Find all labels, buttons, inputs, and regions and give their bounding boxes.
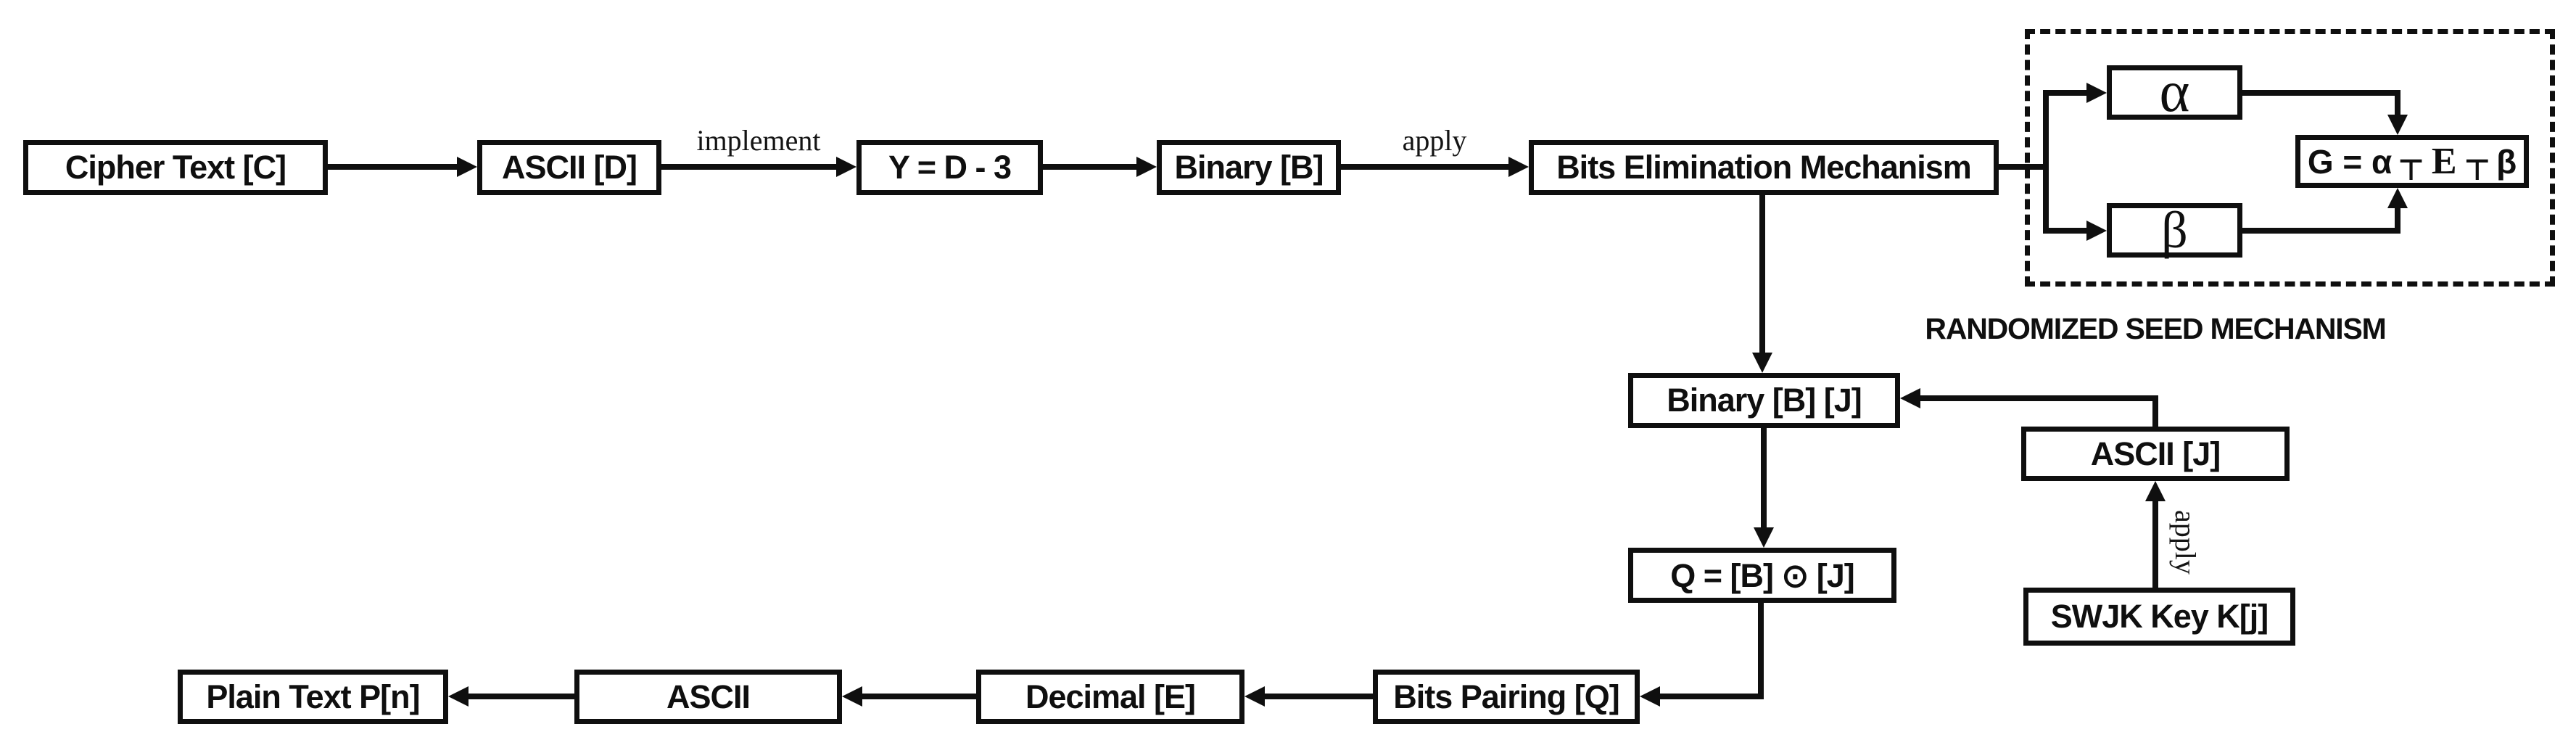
- arrow-line-asciid-to-yformula: [661, 164, 838, 170]
- line-branch-to-alpha: [2046, 90, 2088, 96]
- swjk-key-box: SWJK Key K[j]: [2023, 588, 2295, 646]
- g-formula-e: E: [2431, 141, 2457, 182]
- q-formula-box: Q = [B] ⊙ [J]: [1628, 548, 1896, 603]
- beta-box: β: [2107, 201, 2242, 259]
- line-alpha-elbow-v: [2395, 90, 2400, 118]
- arrowhead-cipher-to-asciid: [457, 157, 477, 177]
- alpha-label: α: [2159, 60, 2190, 124]
- arrowhead-branch-to-alpha: [2086, 83, 2107, 103]
- branch-vertical-line: [2043, 90, 2049, 234]
- line-q-elbow-h: [1660, 694, 1764, 699]
- g-formula-tack-2: ⊤: [2464, 153, 2491, 187]
- g-formula-prefix: G = α: [2307, 142, 2393, 181]
- arrowhead-binarybj-to-q: [1754, 527, 1774, 548]
- line-beta-elbow-v: [2395, 207, 2400, 234]
- binary-b-label: Binary [B]: [1174, 149, 1324, 186]
- g-formula-suffix: β: [2496, 142, 2517, 181]
- binary-bj-box: Binary [B] [J]: [1628, 373, 1900, 428]
- bits-pairing-box: Bits Pairing [Q]: [1373, 670, 1640, 724]
- apply-edge-label: apply: [1402, 124, 1467, 157]
- plain-text-label: Plain Text P[n]: [206, 678, 420, 715]
- line-asciij-to-binarybj-h: [1920, 395, 2158, 401]
- y-formula-label: Y = D - 3: [888, 149, 1012, 186]
- randomized-seed-caption: RANDOMIZED SEED MECHANISM: [1925, 312, 2386, 345]
- alpha-box: α: [2107, 60, 2242, 124]
- arrowhead-beta-to-g: [2387, 188, 2408, 208]
- line-ascii-to-plaintext: [468, 694, 574, 699]
- arrow-line-cipher-to-asciid: [328, 164, 458, 170]
- arrowhead-bitselim-to-binarybj: [1752, 353, 1772, 373]
- y-formula-box: Y = D - 3: [856, 140, 1043, 195]
- randomized-seed-dashed-box: [2025, 29, 2555, 287]
- line-swjk-to-asciij: [2152, 500, 2158, 588]
- line-bitselim-to-branch: [1999, 164, 2046, 170]
- line-binarybj-to-q: [1761, 428, 1767, 529]
- g-formula-box: G = α⊤E⊤β: [2295, 135, 2529, 188]
- binary-bj-label: Binary [B] [J]: [1667, 382, 1862, 419]
- ascii-plain-box: ASCII: [574, 670, 842, 724]
- ascii-j-box: ASCII [J]: [2021, 427, 2290, 481]
- ascii-d-label: ASCII [D]: [502, 149, 637, 186]
- line-q-elbow-v: [1758, 603, 1764, 699]
- line-decimal-to-ascii: [862, 694, 976, 699]
- arrowhead-yformula-to-binaryb: [1136, 157, 1157, 177]
- g-formula-tack-1: ⊤: [2398, 153, 2424, 187]
- bits-pairing-label: Bits Pairing [Q]: [1393, 678, 1620, 715]
- apply-vertical-edge-label: apply: [2169, 510, 2202, 575]
- arrowhead-decimal-to-ascii: [842, 686, 862, 707]
- arrowhead-ascii-to-plaintext: [448, 686, 468, 707]
- q-formula-label: Q = [B] ⊙ [J]: [1670, 556, 1854, 594]
- arrowhead-q-to-bitspairing: [1640, 686, 1660, 707]
- arrowhead-binaryb-to-bitselim: [1508, 157, 1529, 177]
- implement-edge-label: implement: [696, 124, 821, 157]
- arrowhead-asciij-to-binarybj: [1900, 388, 1920, 408]
- arrowhead-swjk-to-asciij: [2145, 481, 2166, 501]
- binary-b-box: Binary [B]: [1157, 140, 1341, 195]
- cipher-text-box: Cipher Text [C]: [23, 140, 328, 195]
- decimal-e-box: Decimal [E]: [976, 670, 1244, 724]
- line-branch-to-beta: [2046, 228, 2088, 234]
- line-bitspairing-to-decimal: [1265, 694, 1373, 699]
- beta-label: β: [2161, 201, 2188, 259]
- cipher-text-label: Cipher Text [C]: [65, 149, 286, 186]
- line-bitselim-to-binarybj: [1759, 195, 1765, 354]
- arrowhead-alpha-to-g: [2387, 115, 2408, 135]
- ascii-plain-label: ASCII: [666, 678, 751, 715]
- line-alpha-elbow-h: [2242, 90, 2400, 96]
- ascii-d-box: ASCII [D]: [477, 140, 661, 195]
- line-beta-elbow-h: [2242, 228, 2400, 234]
- ascii-j-label: ASCII [J]: [2090, 435, 2221, 472]
- arrow-line-yformula-to-binaryb: [1043, 164, 1138, 170]
- swjk-key-label: SWJK Key K[j]: [2050, 598, 2269, 635]
- arrowhead-asciid-to-yformula: [836, 157, 856, 177]
- plain-text-box: Plain Text P[n]: [178, 670, 448, 724]
- bits-elimination-box: Bits Elimination Mechanism: [1529, 140, 1999, 195]
- line-asciij-to-binarybj-v: [2152, 395, 2158, 429]
- arrowhead-branch-to-beta: [2086, 221, 2107, 241]
- arrow-line-binaryb-to-bitselim: [1341, 164, 1510, 170]
- decimal-e-label: Decimal [E]: [1025, 678, 1196, 715]
- arrowhead-bitspairing-to-decimal: [1244, 686, 1265, 707]
- bits-elimination-label: Bits Elimination Mechanism: [1556, 149, 1972, 186]
